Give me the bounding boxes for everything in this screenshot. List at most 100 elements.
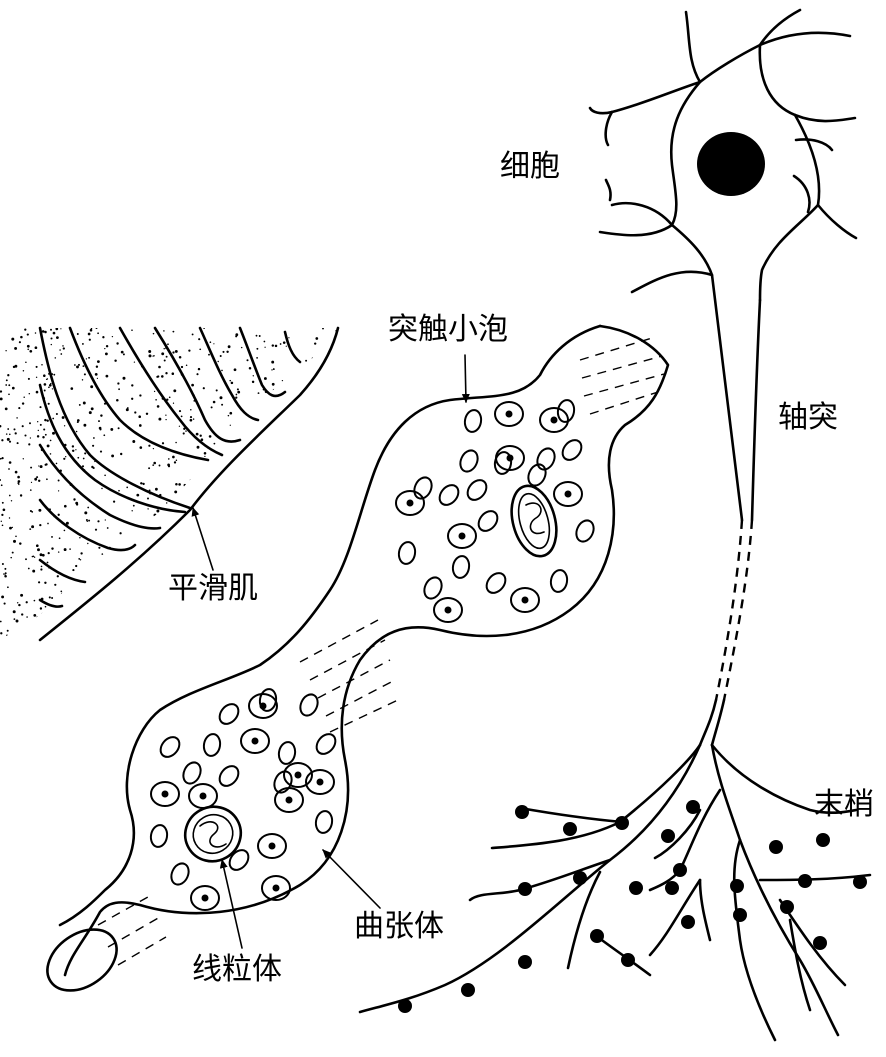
stipple-dot: [163, 330, 165, 332]
stipple-dot: [0, 458, 2, 460]
stipple-dot: [69, 548, 71, 550]
stipple-dot: [220, 396, 223, 399]
stipple-dot: [141, 606, 143, 608]
stipple-dot: [7, 438, 10, 441]
stipple-dot: [11, 500, 12, 501]
stipple-dot: [14, 618, 16, 620]
stipple-dot: [15, 471, 18, 474]
vesicle-core: [286, 797, 293, 804]
stipple-dot: [232, 523, 234, 525]
stipple-dot: [213, 475, 214, 476]
stipple-dot: [304, 487, 306, 489]
stipple-dot: [78, 364, 80, 366]
stipple-dot: [15, 432, 17, 434]
stipple-dot: [235, 335, 237, 337]
stipple-dot: [200, 435, 202, 437]
stipple-dot: [38, 581, 40, 583]
stipple-dot: [275, 345, 278, 348]
stipple-dot: [40, 424, 42, 426]
stipple-dot: [61, 593, 63, 595]
stipple-dot: [50, 453, 52, 455]
stipple-dot: [320, 400, 323, 403]
stipple-dot: [237, 463, 239, 465]
stipple-dot: [47, 523, 49, 525]
stipple-dot: [38, 480, 40, 482]
stipple-dot: [315, 525, 318, 528]
stipple-dot: [307, 492, 309, 494]
stipple-dot: [206, 520, 208, 522]
stipple-dot: [4, 568, 6, 570]
stipple-dot: [84, 452, 86, 454]
stipple-dot: [54, 584, 56, 586]
stipple-dot: [168, 537, 170, 539]
neuron: [360, 10, 870, 1040]
stipple-dot: [64, 425, 65, 426]
stipple-dot: [1, 514, 3, 516]
stipple-dot: [99, 428, 101, 430]
stipple-dot: [11, 338, 14, 341]
stipple-dot: [173, 389, 176, 392]
stipple-dot: [130, 620, 131, 621]
stipple-dot: [283, 384, 285, 386]
stipple-dot: [311, 388, 313, 390]
stipple-dot: [44, 383, 47, 386]
stipple-dot: [92, 445, 94, 447]
stipple-dot: [226, 351, 228, 353]
stipple-dot: [18, 604, 20, 606]
vesicle-clear: [463, 409, 483, 433]
stipple-dot: [224, 481, 225, 482]
stipple-dot: [180, 563, 182, 565]
stipple-dot: [95, 529, 97, 531]
vesicle-clear: [202, 733, 222, 757]
stipple-dot: [169, 525, 170, 526]
stipple-dot: [72, 450, 74, 452]
stipple-dot: [91, 566, 94, 569]
stipple-dot: [121, 626, 123, 628]
stipple-dot: [262, 437, 264, 439]
stipple-dot: [106, 345, 108, 347]
stipple-dot: [164, 359, 166, 361]
vesicle-clear: [226, 846, 252, 873]
stipple-dot: [47, 562, 49, 564]
stipple-dot: [220, 355, 222, 357]
stipple-dot: [335, 547, 337, 549]
stipple-dot: [163, 348, 164, 349]
stipple-dot: [222, 485, 225, 488]
stipple-dot: [64, 530, 66, 532]
stipple-dot: [55, 328, 58, 331]
stipple-dot: [78, 558, 80, 560]
stipple-dot: [87, 521, 88, 522]
stipple-dot: [0, 390, 2, 392]
stipple-dot: [12, 552, 14, 554]
stipple-dot: [190, 416, 192, 418]
stipple-dot: [274, 501, 277, 504]
stipple-dot: [37, 548, 40, 551]
stipple-dot: [35, 332, 37, 334]
stipple-dot: [47, 444, 50, 447]
stipple-dot: [304, 410, 305, 411]
stipple-dot: [161, 352, 164, 355]
stipple-dot: [208, 496, 209, 497]
stipple-dot: [28, 378, 30, 380]
stipple-dot: [149, 354, 152, 357]
stipple-dot: [20, 594, 23, 597]
pointer-arrows: [193, 355, 466, 948]
stipple-dot: [253, 375, 254, 376]
stipple-dot: [1, 439, 3, 441]
stipple-dot: [88, 333, 91, 336]
stipple-dot: [165, 372, 167, 374]
stipple-dot: [42, 436, 44, 438]
stipple-dot: [211, 558, 214, 561]
stipple-dot: [308, 439, 310, 441]
stipple-dot: [0, 479, 1, 481]
vesicle-clear: [314, 810, 334, 834]
stipple-dot: [115, 556, 118, 559]
stipple-dot: [311, 369, 313, 371]
stipple-dot: [249, 410, 252, 413]
stipple-dot: [328, 616, 331, 619]
stipple-dot: [198, 338, 200, 340]
stipple-dot: [181, 416, 183, 418]
stipple-dot: [272, 344, 274, 346]
stipple-dot: [230, 552, 233, 555]
stipple-dot: [228, 345, 231, 348]
